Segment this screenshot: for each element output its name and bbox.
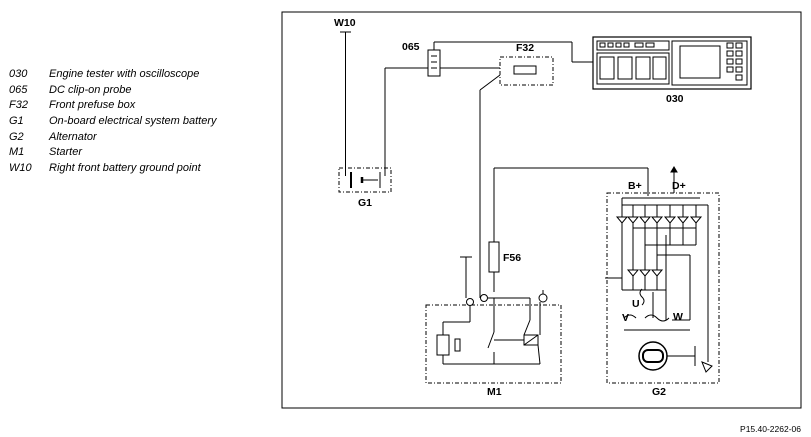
battery-g1 — [338, 167, 392, 193]
label-w: W — [673, 311, 683, 323]
legend-description: Front prefuse box — [49, 99, 136, 112]
legend-description: Engine tester with oscilloscope — [49, 68, 200, 80]
legend-code: G2 — [9, 130, 24, 143]
legend-description: Alternator — [49, 130, 97, 143]
legend-code: F32 — [9, 99, 28, 112]
label-f32: F32 — [516, 42, 534, 54]
legend-description: DC clip-on probe — [49, 83, 132, 96]
legend-code: G1 — [9, 115, 24, 128]
alternator-g2 — [605, 166, 720, 384]
legend-code: 065 — [9, 83, 28, 96]
label-030: 030 — [666, 93, 684, 105]
label-w10: W10 — [334, 17, 356, 29]
legend-code: W10 — [9, 162, 32, 175]
diagram-frame — [281, 11, 802, 409]
wire-b-plus — [479, 90, 649, 298]
label-m1: M1 — [487, 386, 502, 398]
legend-description: Starter — [49, 146, 83, 159]
document-reference: P15.40-2262-06 — [740, 424, 801, 434]
label-g1: G1 — [358, 197, 372, 209]
label-065: 065 — [402, 41, 420, 53]
label-b-plus: B+ — [628, 180, 642, 192]
legend-description: Right front battery ground point — [49, 162, 201, 175]
legend-description: On-board electrical system battery — [49, 115, 217, 128]
engine-tester-030 — [592, 36, 752, 90]
legend-code: 030 — [9, 68, 28, 80]
legend-code: M1 — [9, 146, 25, 159]
label-d-plus: D+ — [672, 180, 686, 192]
label-u: U — [632, 298, 640, 310]
label-v: V — [622, 312, 629, 324]
starter-m1 — [425, 256, 562, 384]
label-f56: F56 — [503, 252, 521, 264]
wire-battery-to-prefuse — [384, 67, 500, 168]
label-g2: G2 — [652, 386, 666, 398]
fuse-f56 — [488, 241, 500, 292]
prefuse-box-f32 — [479, 56, 554, 91]
ground-point-w10 — [340, 31, 351, 168]
dc-clip-on-probe-065 — [427, 41, 593, 77]
